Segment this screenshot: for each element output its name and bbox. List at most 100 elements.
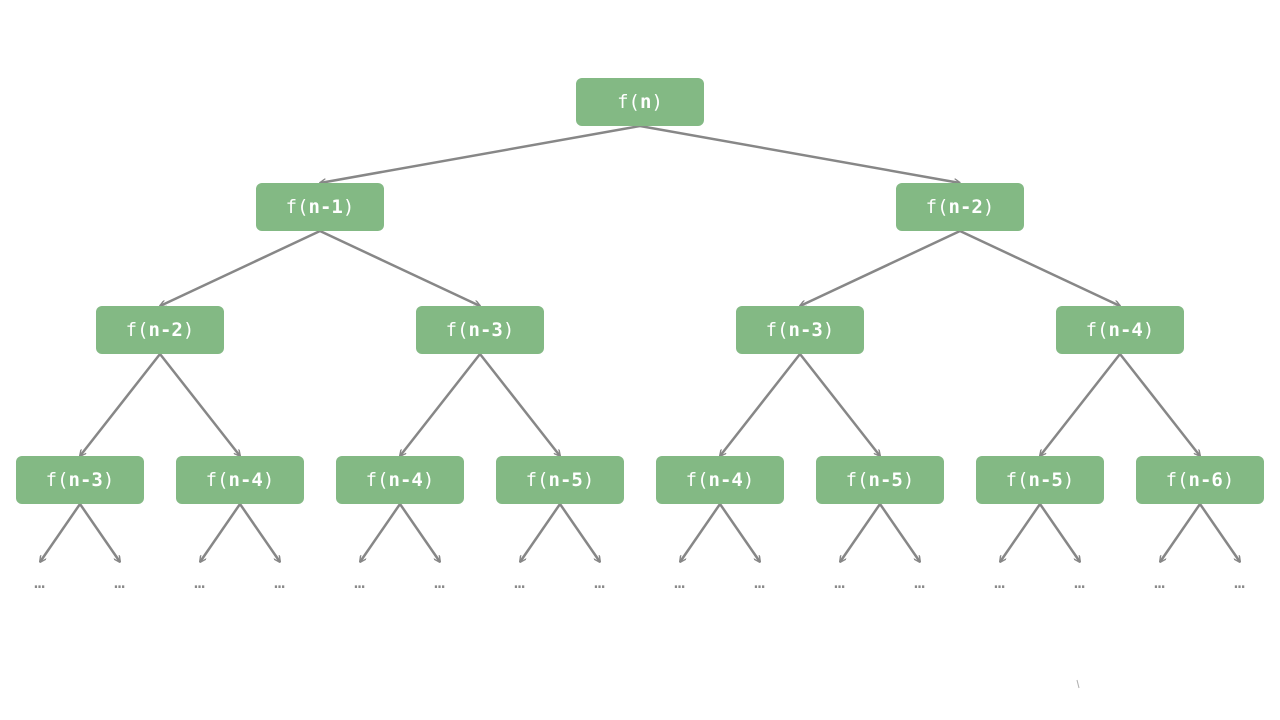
leaf-edge-arrow [558, 503, 600, 562]
node-argument: n-2 [148, 319, 183, 341]
ellipsis-continuation: … [914, 572, 926, 593]
tree-node: f(n-4) [336, 456, 464, 504]
node-argument: n-3 [788, 319, 823, 341]
tree-node: f(n-4) [1056, 306, 1184, 354]
node-function-name: f( [845, 469, 869, 491]
leaf-edge-arrow [1160, 503, 1202, 562]
ellipsis-continuation: … [514, 572, 526, 593]
node-function-name: f( [925, 196, 949, 218]
tree-edge-arrow [800, 229, 961, 306]
node-argument: n-1 [308, 196, 343, 218]
ellipsis-continuation: … [1074, 572, 1086, 593]
leaf-edge-arrow [1000, 503, 1042, 562]
tree-edge-arrow [1040, 353, 1121, 456]
ellipsis-continuation: … [1234, 572, 1246, 593]
node-argument: n-4 [228, 469, 263, 491]
leaf-edge-arrow [238, 503, 280, 562]
leaf-edge-arrow [520, 503, 562, 562]
node-argument: n-4 [388, 469, 423, 491]
node-close-paren: ) [651, 91, 663, 113]
tree-edge-arrow [160, 229, 321, 306]
tree-edge-arrow [959, 229, 1120, 306]
node-close-paren: ) [822, 319, 835, 341]
leaf-edge-arrow [680, 503, 722, 562]
ellipsis-continuation: … [114, 572, 126, 593]
node-close-paren: ) [902, 469, 915, 491]
node-close-paren: ) [582, 469, 595, 491]
tree-node: f(n-3) [416, 306, 544, 354]
leaf-edge-arrow [360, 503, 402, 562]
ellipsis-continuation: … [194, 572, 206, 593]
node-function-name: f( [685, 469, 709, 491]
tree-edge-arrow [159, 353, 240, 456]
node-function-name: f( [1085, 319, 1109, 341]
ellipsis-continuation: … [34, 572, 46, 593]
leaf-edge-arrow [1198, 503, 1240, 562]
node-function-name: f( [1005, 469, 1029, 491]
stray-mark [1076, 679, 1080, 689]
tree-node: f(n-5) [816, 456, 944, 504]
node-close-paren: ) [502, 319, 515, 341]
ellipsis-continuation: … [754, 572, 766, 593]
node-close-paren: ) [102, 469, 115, 491]
node-argument: n-3 [68, 469, 103, 491]
tree-edge-arrow [479, 353, 560, 456]
ellipsis-continuation: … [834, 572, 846, 593]
leaf-edge-arrow [878, 503, 920, 562]
node-function-name: f( [1165, 469, 1189, 491]
leaf-edge-arrow [840, 503, 882, 562]
tree-node: f(n-2) [896, 183, 1024, 231]
node-argument: n-5 [548, 469, 583, 491]
node-argument: n-4 [708, 469, 743, 491]
node-close-paren: ) [182, 319, 195, 341]
tree-edge-arrow [319, 229, 480, 306]
tree-edge-arrow [400, 353, 481, 456]
node-function-name: f( [617, 91, 640, 113]
node-function-name: f( [365, 469, 389, 491]
node-function-name: f( [445, 319, 469, 341]
node-close-paren: ) [982, 196, 995, 218]
tree-edge-arrow [320, 124, 641, 183]
node-close-paren: ) [422, 469, 435, 491]
node-argument: n-3 [468, 319, 503, 341]
tree-edge-arrow [80, 353, 161, 456]
tree-node: f(n-6) [1136, 456, 1264, 504]
leaf-edge-arrow [40, 503, 82, 562]
node-function-name: f( [285, 196, 309, 218]
node-argument: n-4 [1108, 319, 1143, 341]
leaf-edge-arrow [718, 503, 760, 562]
ellipsis-continuation: … [674, 572, 686, 593]
tree-edge-arrow [720, 353, 801, 456]
tree-node: f(n-4) [656, 456, 784, 504]
node-close-paren: ) [1062, 469, 1075, 491]
ellipsis-continuation: … [1154, 572, 1166, 593]
tree-node: f(n-3) [736, 306, 864, 354]
tree-edge-arrow [639, 124, 960, 183]
node-argument: n [639, 91, 652, 113]
node-function-name: f( [205, 469, 229, 491]
node-function-name: f( [125, 319, 149, 341]
ellipsis-continuation: … [354, 572, 366, 593]
node-function-name: f( [525, 469, 549, 491]
ellipsis-continuation: … [994, 572, 1006, 593]
tree-edge-arrow [1119, 353, 1200, 456]
tree-node: f(n-2) [96, 306, 224, 354]
ellipsis-continuation: … [594, 572, 606, 593]
node-close-paren: ) [1142, 319, 1155, 341]
node-argument: n-2 [948, 196, 983, 218]
node-argument: n-5 [1028, 469, 1063, 491]
leaf-edge-arrow [78, 503, 120, 562]
tree-node: f(n-5) [976, 456, 1104, 504]
tree-edge-arrow [799, 353, 880, 456]
node-function-name: f( [45, 469, 69, 491]
leaf-edge-arrow [398, 503, 440, 562]
tree-node: f(n-5) [496, 456, 624, 504]
node-function-name: f( [765, 319, 789, 341]
tree-node: f(n-1) [256, 183, 384, 231]
tree-node: f(n-3) [16, 456, 144, 504]
ellipsis-continuation: … [274, 572, 286, 593]
ellipsis-continuation: … [434, 572, 446, 593]
node-close-paren: ) [742, 469, 755, 491]
